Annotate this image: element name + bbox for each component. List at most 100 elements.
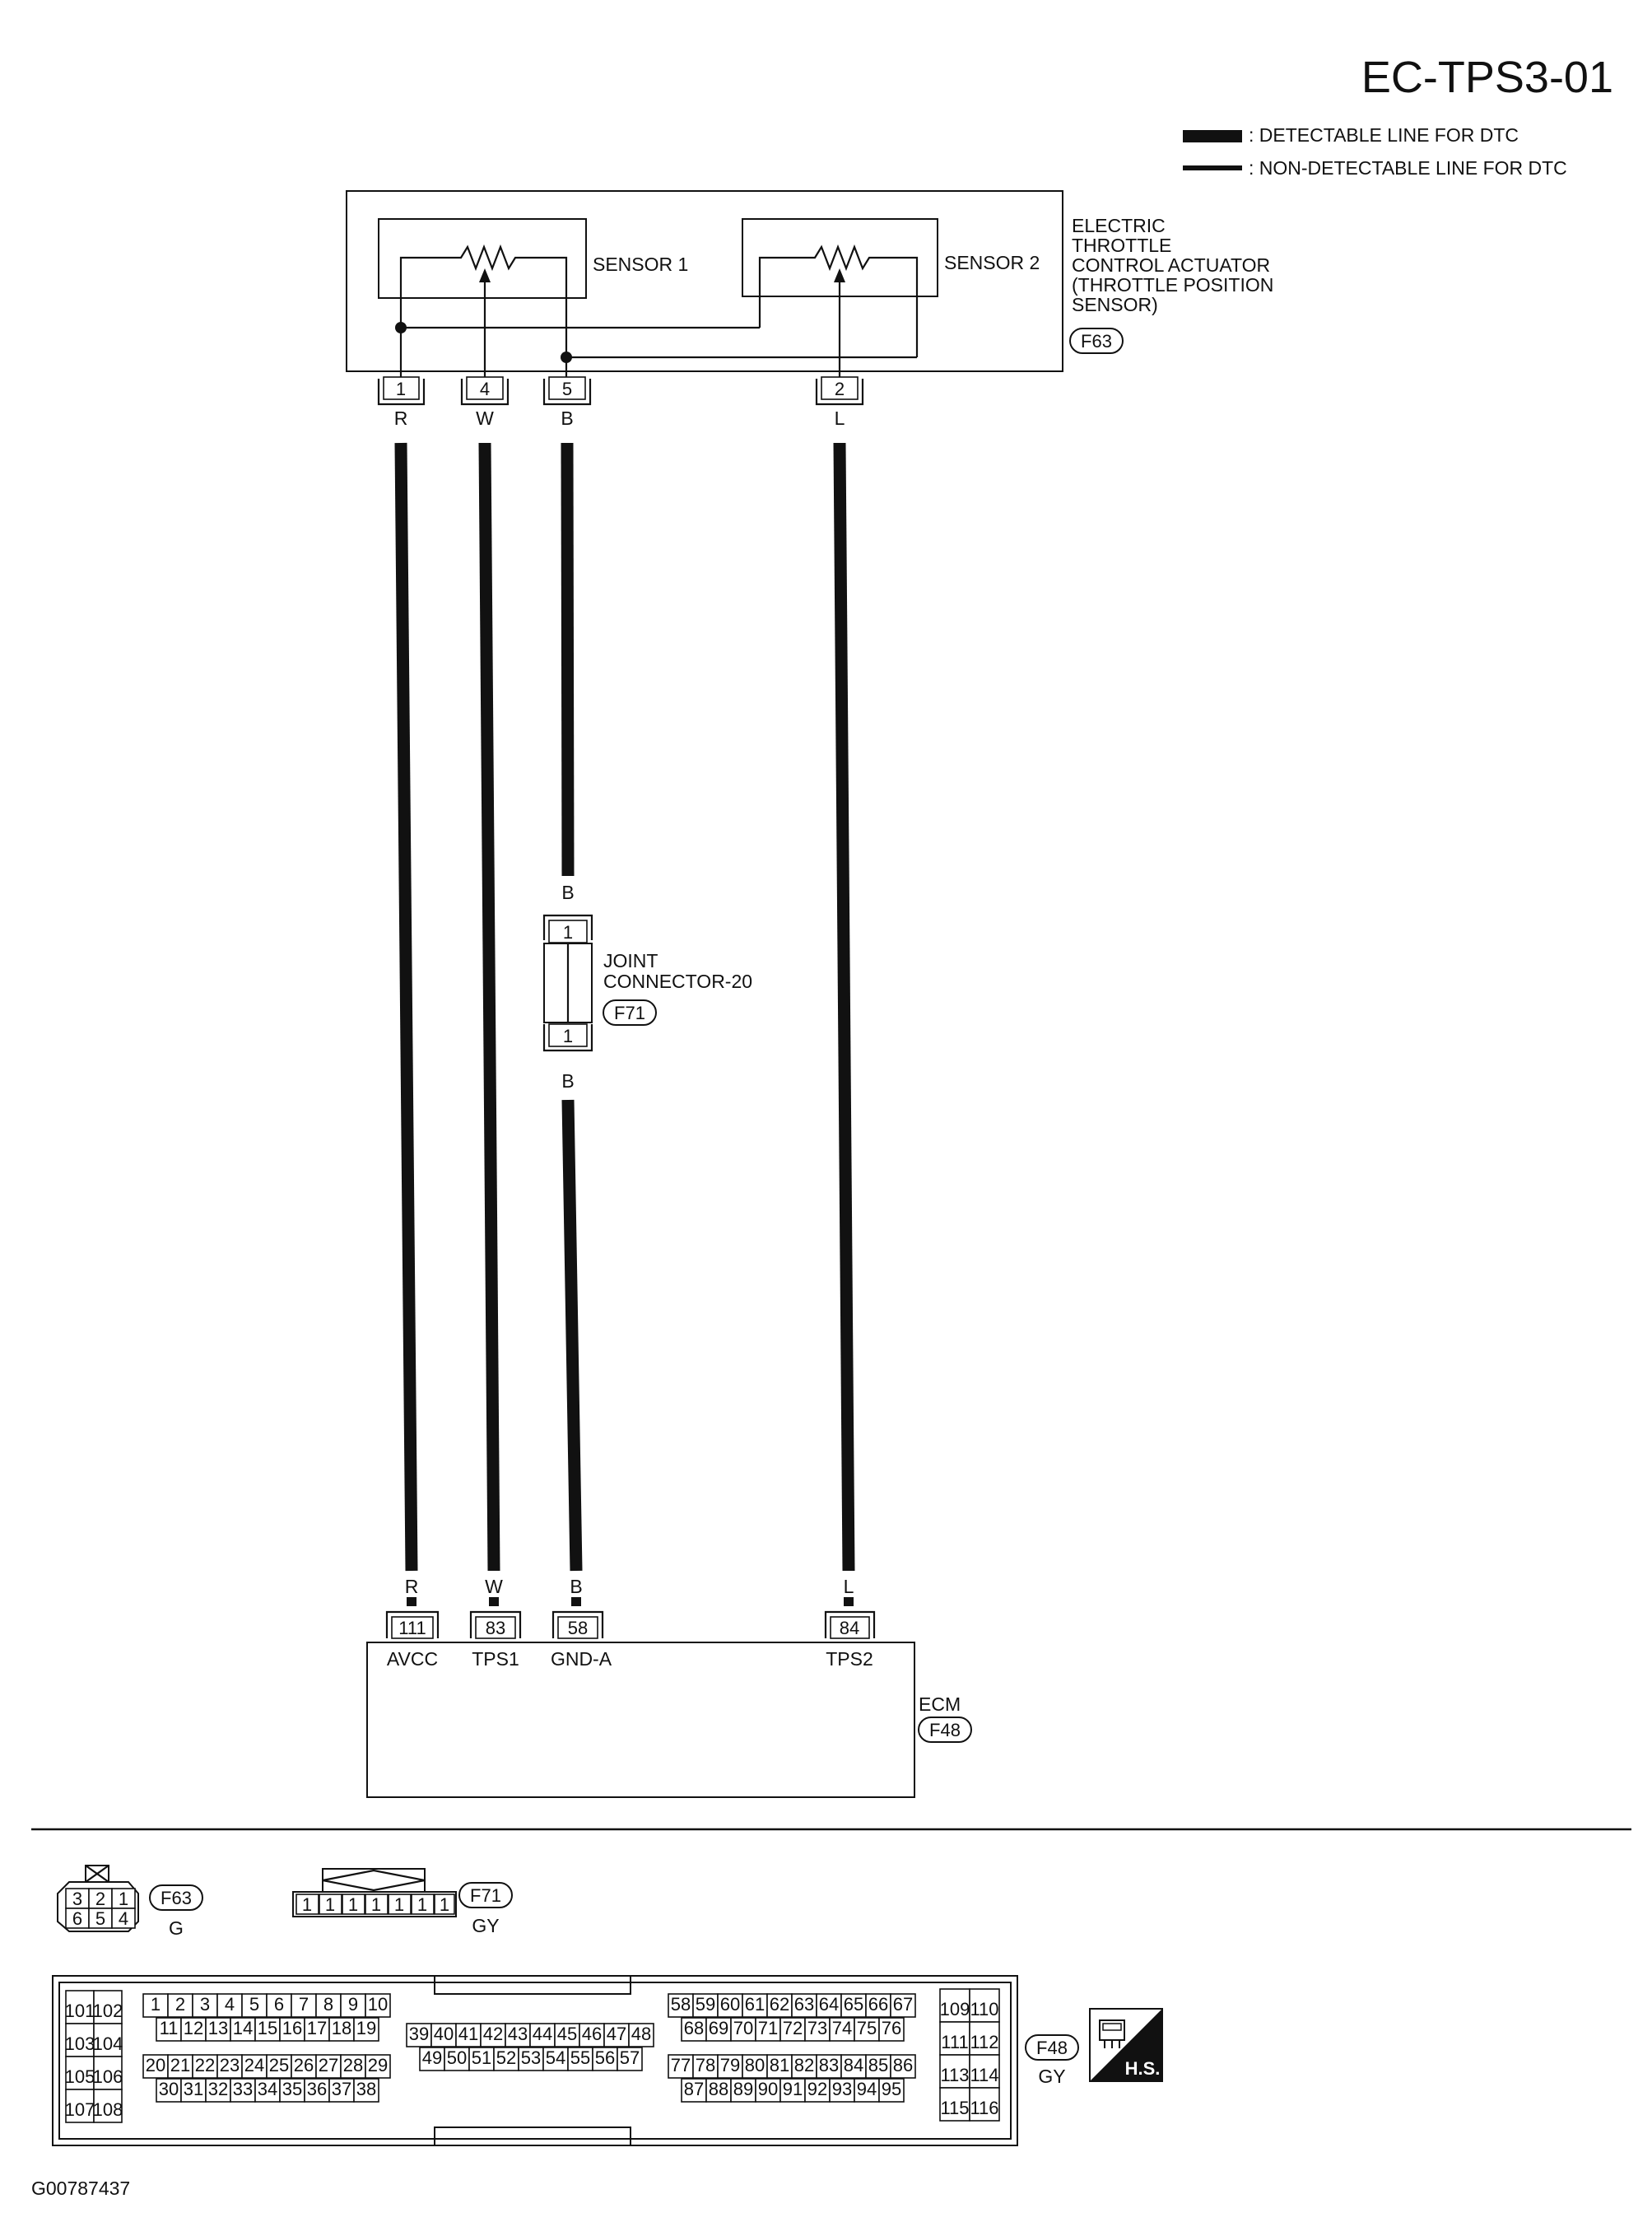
f48-cell-29 [365,2054,391,2079]
f48-cell-33 [230,2078,256,2103]
f48-pin-60: 60 [720,1994,740,2015]
f48-pin-54: 54 [546,2047,565,2068]
top-pin-4-number: 4 [480,379,490,399]
legend-detectable: : DETECTABLE LINE FOR DTC [1249,124,1519,146]
ecm-pin-84-number: 84 [840,1618,859,1638]
joint-bottom-wire-color: B [561,1070,574,1092]
f48-pin-10: 10 [368,1994,388,2015]
f48-pin-78: 78 [696,2055,715,2075]
f48-pin-32: 32 [208,2079,228,2099]
f48-pin-20: 20 [146,2055,165,2075]
f48-cell-110 [969,1988,1000,2023]
f48-pin-31: 31 [184,2079,203,2099]
f48-pin-80: 80 [745,2055,765,2075]
f63-latch-x2 [85,1865,109,1883]
f48-cell-108 [93,2089,123,2123]
f63-latch [85,1865,109,1883]
f48-pin-81: 81 [770,2055,789,2075]
f48-pin-105: 105 [65,2066,95,2087]
sensor1-box [378,218,587,299]
f48-pin-87: 87 [684,2079,704,2099]
f48-pin-79: 79 [720,2055,740,2075]
drawing-id: G00787437 [31,2178,130,2199]
f48-cell-43 [505,2023,531,2047]
f48-pin-102: 102 [93,2001,123,2021]
f48-cell-69 [705,2017,732,2042]
sensor2-resistor [758,244,919,357]
f48-pin-111: 111 [941,2032,968,2052]
f48-pin-7: 7 [299,1994,309,2015]
ecm-connector-pins: 111 83 58 84 [385,1610,876,1639]
sensor1-label: SENSOR 1 [593,254,688,275]
f48-cell-116 [969,2087,1000,2122]
f48-badge [1025,2034,1079,2061]
f48-cell-37 [328,2078,355,2103]
f48-pin-88: 88 [709,2079,728,2099]
wire-l-bottom-color: L [844,1576,854,1597]
f71-cell-1 [295,1894,319,1915]
f48-pin-33: 33 [233,2079,253,2099]
f48-cell-111 [939,2021,970,2056]
f48-pin-67: 67 [893,1994,913,2015]
f48-pin-37: 37 [332,2079,351,2099]
f48-pin-49: 49 [422,2047,442,2068]
f48-cell-64 [816,1993,842,2018]
f48-pin-89: 89 [733,2079,753,2099]
f48-pin-47: 47 [607,2024,626,2044]
f48-pin-50: 50 [447,2047,467,2068]
sensor1-wiper-arrow [479,268,491,282]
f48-pin-114: 114 [970,2065,998,2085]
f48-pin-45: 45 [557,2024,577,2044]
f71-body [292,1891,457,1917]
f48-cell-56 [592,2047,618,2071]
wire-b-lower [561,1099,583,1572]
f48-pin-106: 106 [93,2066,123,2087]
f48-cell-105 [65,2056,95,2090]
f48-cell-76 [878,2017,905,2042]
ecm-label-avcc: AVCC [387,1648,438,1670]
f71-cell-4 [365,1894,389,1915]
f48-cell-87 [681,2078,707,2103]
f48-pin-44: 44 [533,2024,552,2044]
f71-pin-7: 1 [440,1894,449,1915]
f48-cell-44 [529,2023,556,2047]
ecm-label-tps2: TPS2 [826,1648,873,1670]
f71-badge [458,1882,513,1908]
f48-cell-72 [779,2017,806,2042]
f48-pin-95: 95 [882,2079,901,2099]
f71-latch [322,1868,426,1893]
f48-pin-57: 57 [620,2047,640,2068]
f48-cell-65 [840,1993,867,2018]
sensor2-wiper-arrow [834,268,845,282]
joint-connector-badge [603,999,657,1026]
f48-cell-104 [93,2023,123,2057]
f48-cell-50 [444,2047,470,2071]
f71-cell-7 [434,1894,455,1915]
f48-pin-28: 28 [343,2055,363,2075]
f48-cell-115 [939,2087,970,2122]
f48-cell-70 [730,2017,756,2042]
wire-w-bottom-color: W [485,1576,503,1597]
legend-thin-line [1183,165,1242,170]
legend-thick-line [1183,130,1242,142]
f48-pin-5: 5 [249,1994,259,2015]
f48-pin-85: 85 [868,2055,888,2075]
f71-cell-5 [388,1894,412,1915]
f48-pin-64: 64 [819,1994,839,2015]
f63-shell [57,1881,139,1932]
f48-pin-61: 61 [745,1994,765,2015]
f48-pin-29: 29 [368,2055,388,2075]
f48-inner [58,1982,1012,2140]
sensor2-label: SENSOR 2 [944,252,1040,273]
ecm-pin-111-number: 111 [398,1618,426,1638]
f48-cell-23 [216,2054,243,2079]
f48-pin-15: 15 [258,2018,277,2038]
f71-cell-2 [319,1894,342,1915]
actuator-name-line-2: THROTTLE [1072,235,1171,256]
stub-r [407,1597,416,1606]
f48-pin-48: 48 [631,2024,651,2044]
f48-cell-15 [254,2017,281,2042]
f48-cell-106 [93,2056,123,2090]
wire-l-top-color: L [835,408,845,429]
ecm-label-gnd-a: GND-A [551,1648,612,1670]
